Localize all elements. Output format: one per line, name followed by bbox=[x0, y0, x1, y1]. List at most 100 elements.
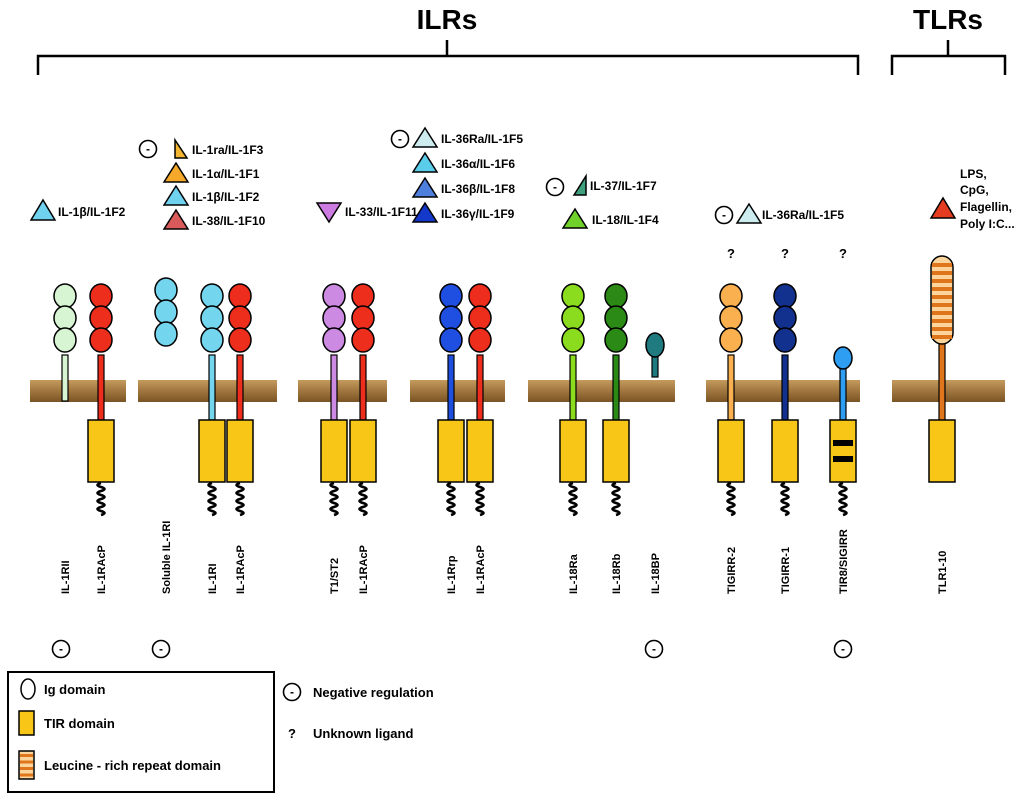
ig-domain bbox=[773, 305, 797, 331]
receptor-label-15: TLR1-10 bbox=[937, 551, 949, 594]
ig-domain bbox=[228, 305, 252, 331]
negative-regulation-icon bbox=[833, 639, 853, 659]
receptor-11 bbox=[645, 332, 665, 378]
receptor-15 bbox=[928, 255, 956, 483]
negative-sign: - bbox=[553, 180, 557, 194]
negative-regulation-icon bbox=[151, 639, 171, 659]
receptor-label-14: TIR8/SIGIRR bbox=[838, 529, 850, 594]
receptor-13 bbox=[771, 283, 799, 517]
legend-negative-label: Negative regulation bbox=[313, 685, 434, 700]
ligand-6-0-triangle-up bbox=[929, 196, 957, 219]
negative-sign: - bbox=[59, 642, 63, 656]
tir-domain bbox=[717, 419, 745, 483]
ig-domain bbox=[89, 283, 113, 309]
ig-domain bbox=[561, 305, 585, 331]
tir-domain bbox=[87, 419, 115, 483]
ig-domain bbox=[439, 283, 463, 309]
cytoplasmic-tail bbox=[568, 481, 578, 517]
ig-domain bbox=[645, 332, 665, 358]
tir-domain bbox=[226, 419, 254, 483]
cytoplasmic-tail bbox=[329, 481, 339, 517]
cytoplasmic-tail bbox=[780, 481, 790, 517]
receptor-0 bbox=[53, 283, 77, 402]
legend-unknown-label: Unknown ligand bbox=[313, 726, 413, 741]
cytoplasmic-tail bbox=[207, 481, 217, 517]
membrane-segment bbox=[138, 380, 277, 402]
ig-domain bbox=[322, 305, 346, 331]
legend-lrr-label: Leucine - rich repeat domain bbox=[44, 758, 221, 773]
ig-domain bbox=[561, 327, 585, 353]
ig-domain bbox=[322, 283, 346, 309]
receptor-label-2: Soluble IL-1RI bbox=[161, 521, 173, 594]
negative-markers: ---- bbox=[51, 639, 853, 659]
tir-domain bbox=[198, 419, 226, 483]
receptor-label-1: IL-1RAcP bbox=[96, 545, 108, 594]
ligand-1-3-triangle-up bbox=[162, 208, 190, 230]
ig-domain bbox=[719, 305, 743, 331]
ig-domain bbox=[439, 305, 463, 331]
receptor-5 bbox=[320, 283, 348, 517]
ligand-2-0-label: IL-33/IL-1F11 bbox=[345, 205, 418, 219]
ig-domain bbox=[200, 327, 224, 353]
receptor-label-9: IL-18Ra bbox=[568, 553, 580, 594]
ig-domain bbox=[773, 283, 797, 309]
header-ilrs: ILRs bbox=[417, 4, 478, 35]
ligand-6-2-label: Flagellin, bbox=[960, 200, 1012, 214]
ligand-3-0-triangle-up bbox=[411, 126, 439, 148]
receptor-2 bbox=[154, 277, 178, 347]
membrane-segment bbox=[298, 380, 387, 402]
negative-regulation-icon bbox=[390, 129, 410, 149]
legend-ig-label: Ig domain bbox=[44, 682, 105, 697]
header-tlrs: TLRs bbox=[913, 4, 983, 35]
receptor-12 bbox=[717, 283, 745, 517]
receptor-label-10: IL-18Rb bbox=[611, 553, 623, 594]
ig-domain bbox=[154, 299, 178, 325]
unknown-ligand-icon: ? bbox=[839, 246, 847, 261]
ligand-1-1-label: IL-1α/IL-1F1 bbox=[192, 167, 260, 181]
negative-regulation-icon bbox=[138, 139, 158, 159]
ligand-1-0-half-triangle bbox=[174, 137, 189, 159]
receptor-9 bbox=[559, 283, 587, 517]
ig-domain bbox=[322, 327, 346, 353]
ig-domain bbox=[228, 283, 252, 309]
ligand-1-2-label: IL-1β/IL-1F2 bbox=[192, 190, 260, 204]
tir-domain bbox=[602, 419, 630, 483]
receptor-label-0: IL-1RII bbox=[60, 560, 72, 594]
ligand-4-1-label: IL-18/IL-1F4 bbox=[592, 213, 659, 227]
ig-domain bbox=[468, 327, 492, 353]
negative-sign: - bbox=[398, 132, 402, 146]
membrane-segment bbox=[528, 380, 675, 402]
membrane-segment bbox=[30, 380, 126, 402]
ig-domain bbox=[154, 321, 178, 347]
unknown-ligand-icon: ? bbox=[288, 726, 296, 741]
ig-domain bbox=[89, 305, 113, 331]
ig-domain bbox=[604, 327, 628, 353]
ig-domain bbox=[719, 283, 743, 309]
ligand-3-2-triangle-up bbox=[411, 176, 439, 198]
ligand-2-0-triangle-down bbox=[315, 202, 343, 224]
unknown-ligand-icon: ? bbox=[727, 246, 735, 261]
receptor-4 bbox=[226, 283, 254, 517]
receptor-label-12: TIGIRR-2 bbox=[726, 547, 738, 594]
receptor-1 bbox=[87, 283, 115, 517]
negative-regulation-icon bbox=[51, 639, 71, 659]
negative-sign: - bbox=[290, 685, 294, 699]
ig-domain bbox=[604, 305, 628, 331]
receptor-10 bbox=[602, 283, 630, 517]
ligand-0-0-triangle-up bbox=[29, 198, 57, 221]
ligand-3-3-triangle-up bbox=[411, 201, 439, 223]
ig-domain bbox=[53, 283, 77, 309]
ig-domain bbox=[468, 305, 492, 331]
legend-tir-label: TIR domain bbox=[44, 716, 115, 731]
ig-domain bbox=[200, 283, 224, 309]
ligand-3-1-label: IL-36α/IL-1F6 bbox=[441, 157, 515, 171]
negative-regulation-icon bbox=[545, 177, 565, 197]
negative-regulation-icon bbox=[644, 639, 664, 659]
receptor-label-11: IL-18BP bbox=[650, 553, 662, 594]
ig-domain bbox=[351, 305, 375, 331]
ig-domain bbox=[773, 327, 797, 353]
ig-domain bbox=[89, 327, 113, 353]
cytoplasmic-tail bbox=[611, 481, 621, 517]
